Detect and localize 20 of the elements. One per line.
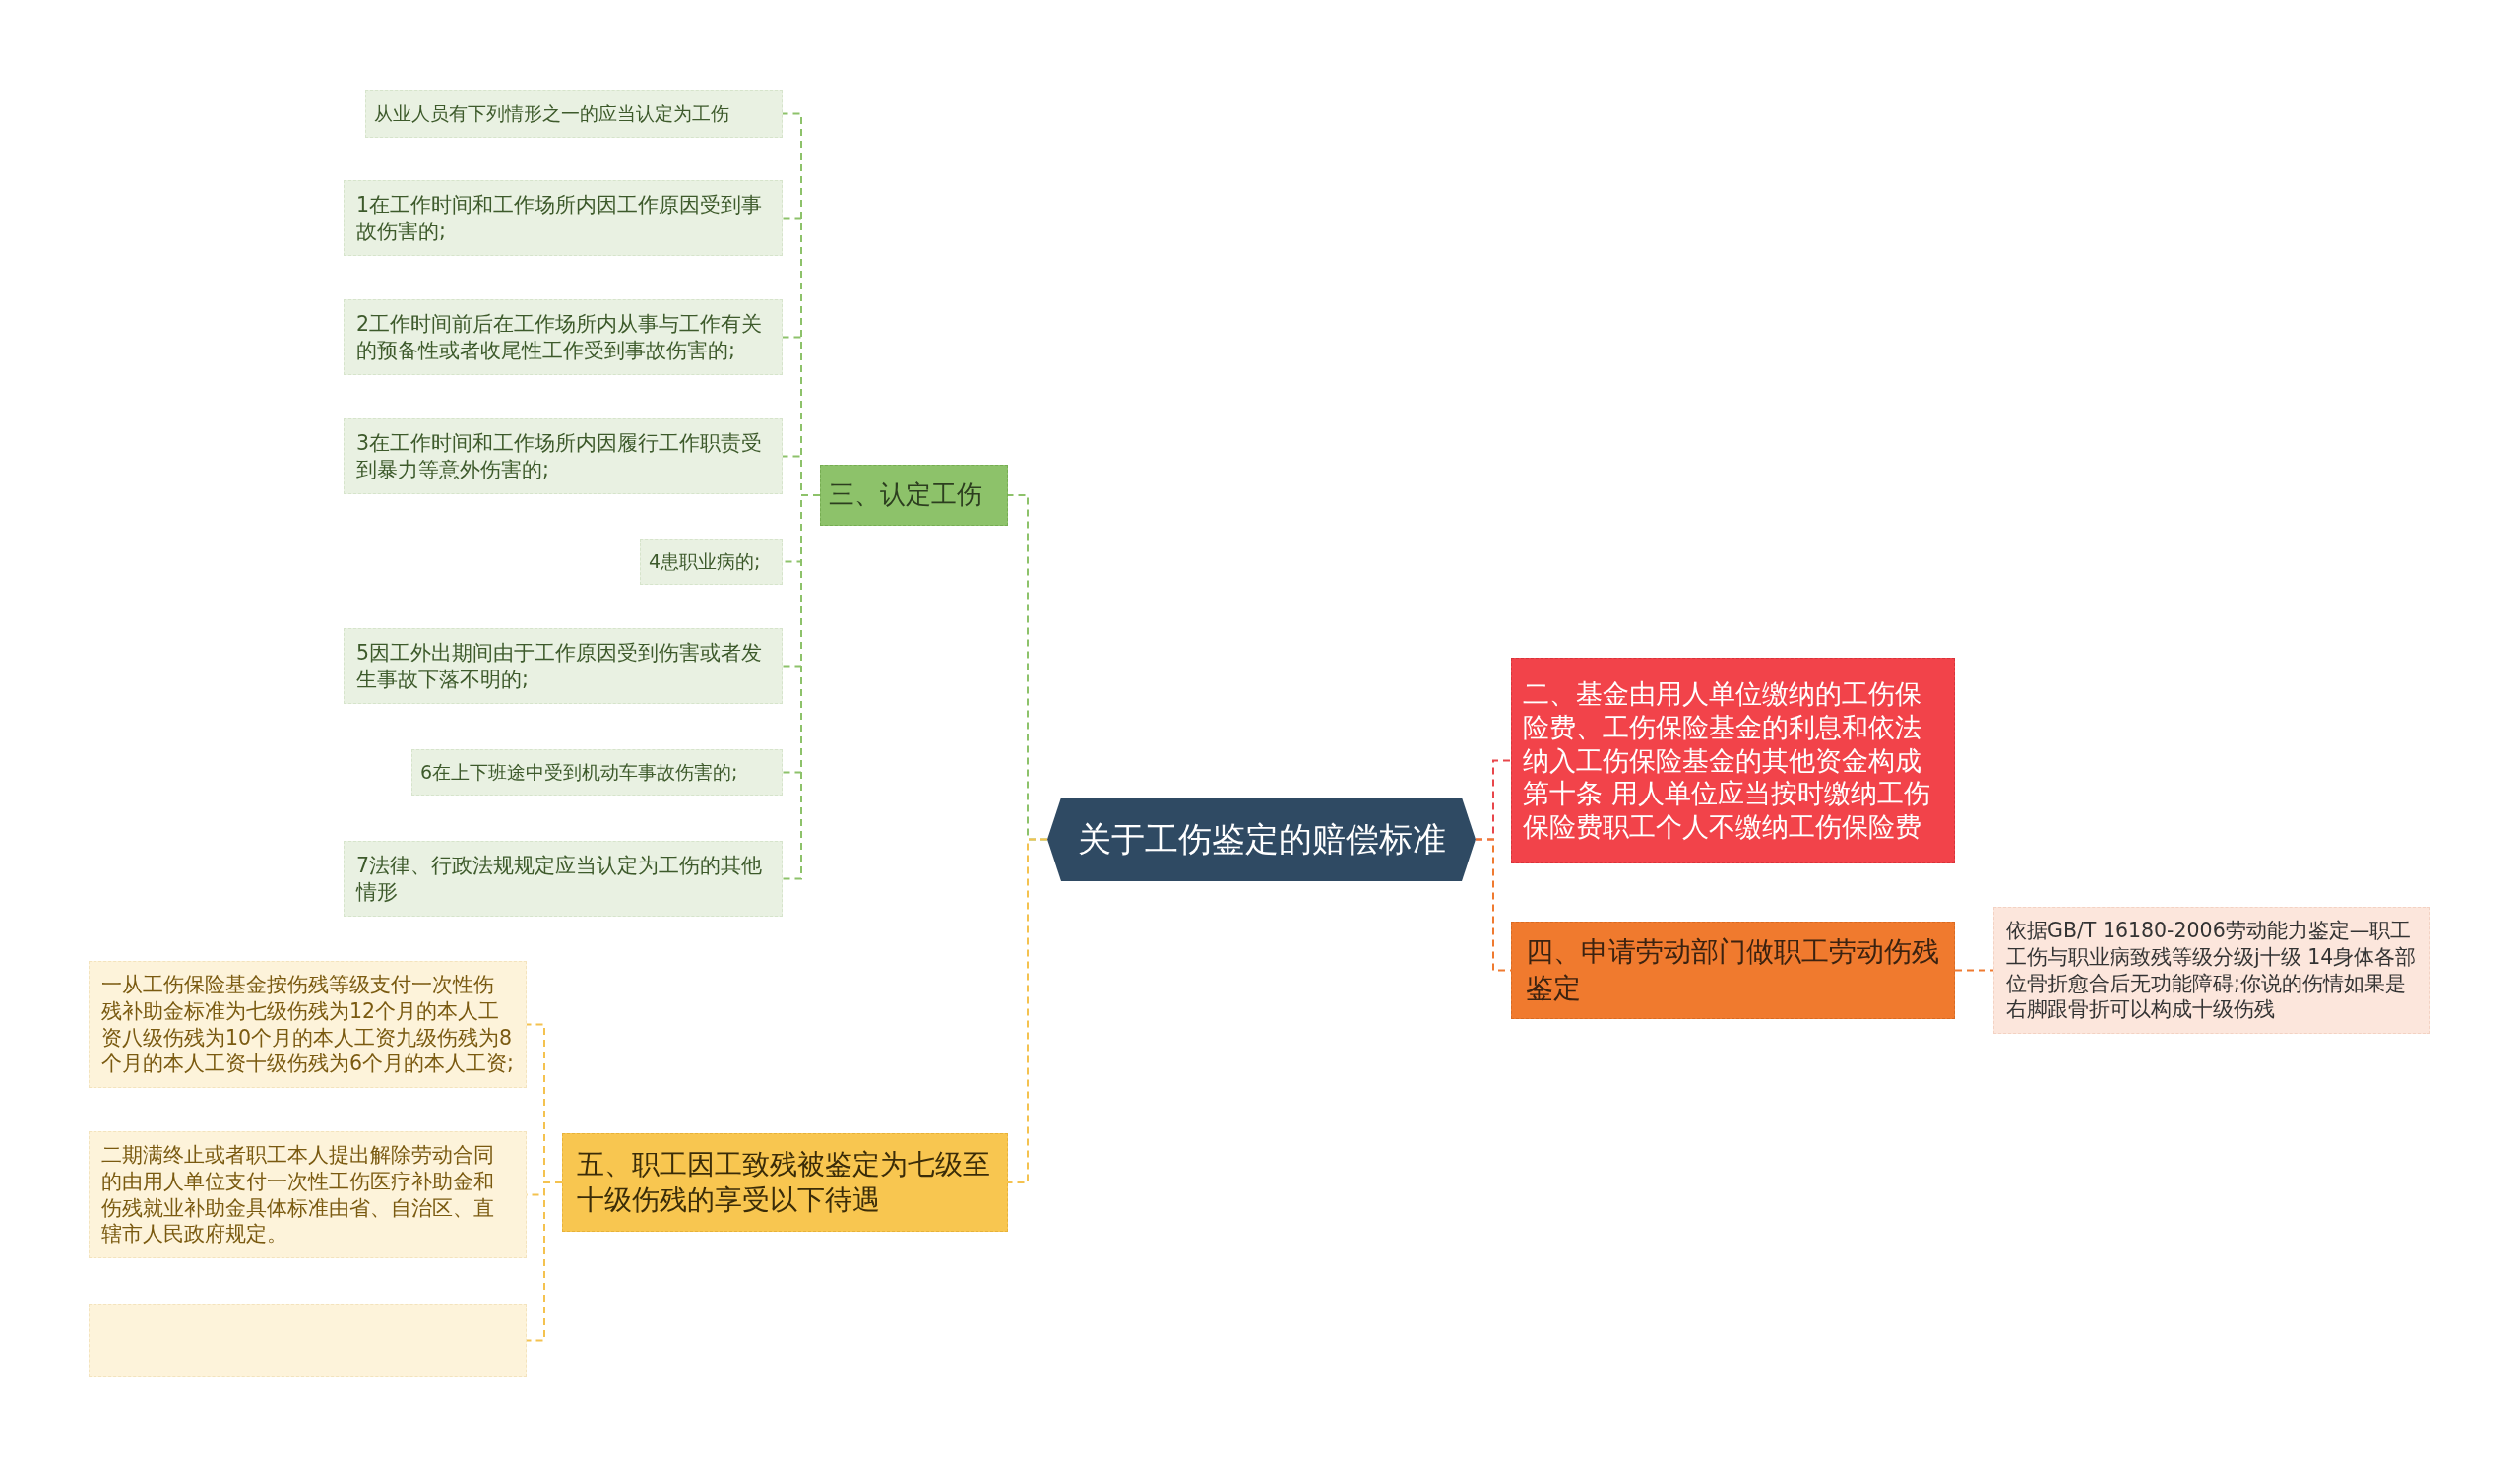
topic-box: 三、认定工伤 [820,465,1008,526]
subtopic-box: 4患职业病的; [640,539,783,585]
connector-line [526,1181,563,1342]
subtopic-box: 3在工作时间和工作场所内因履行工作职责受到暴力等意外伤害的; [344,418,783,494]
subtopic-box: 1在工作时间和工作场所内因工作原因受到事故伤害的; [344,180,783,256]
subtopic-box: 从业人员有下列情形之一的应当认定为工伤 [365,90,783,138]
empty-box [89,1304,527,1377]
subtopic-box: 5因工外出期间由于工作原因受到伤害或者发生事故下落不明的; [344,628,783,704]
topic-box: 五、职工因工致残被鉴定为七级至十级伤残的享受以下待遇 [562,1133,1008,1232]
central-topic: 关于工伤鉴定的赔偿标准 [1047,798,1476,881]
subtopic-box: 依据GB/T 16180-2006劳动能力鉴定—职工工伤与职业病致残等级分级j十级 14身体各部位骨折愈合后无功能障碍;你说的伤情如果是右脚跟骨折可以构成十级伤残 [1993,907,2430,1034]
topic-box: 四、申请劳动部门做职工劳动伤残鉴定 [1511,922,1955,1019]
subtopic-box: 二期满终止或者职工本人提出解除劳动合同的由用人单位支付一次性工伤医疗补助金和伤残就业补助金具体标准由省、自治区、直辖市人民政府规定。 [89,1131,527,1258]
subtopic-box: 2工作时间前后在工作场所内从事与工作有关的预备性或者收尾性工作受到事故伤害的; [344,299,783,375]
subtopic-box: 一从工伤保险基金按伤残等级支付一次性伤残补助金标准为七级伤残为12个月的本人工资八级伤残为10个月的本人工资九级伤残为8个月的本人工资十级伤残为6个月的本人工资; [89,961,527,1088]
connector-line [1954,969,1994,972]
subtopic-box: 6在上下班途中受到机动车事故伤害的; [411,749,783,796]
connector-line [1007,838,1048,1183]
topic-box: 二、基金由用人单位缴纳的工伤保险费、工伤保险基金的利息和依法纳入工伤保险基金的其他资金构成第十条 用人单位应当按时缴纳工伤保险费职工个人不缴纳工伤保险费 [1511,658,1955,863]
subtopic-box: 7法律、行政法规规定应当认定为工伤的其他情形 [344,841,783,917]
